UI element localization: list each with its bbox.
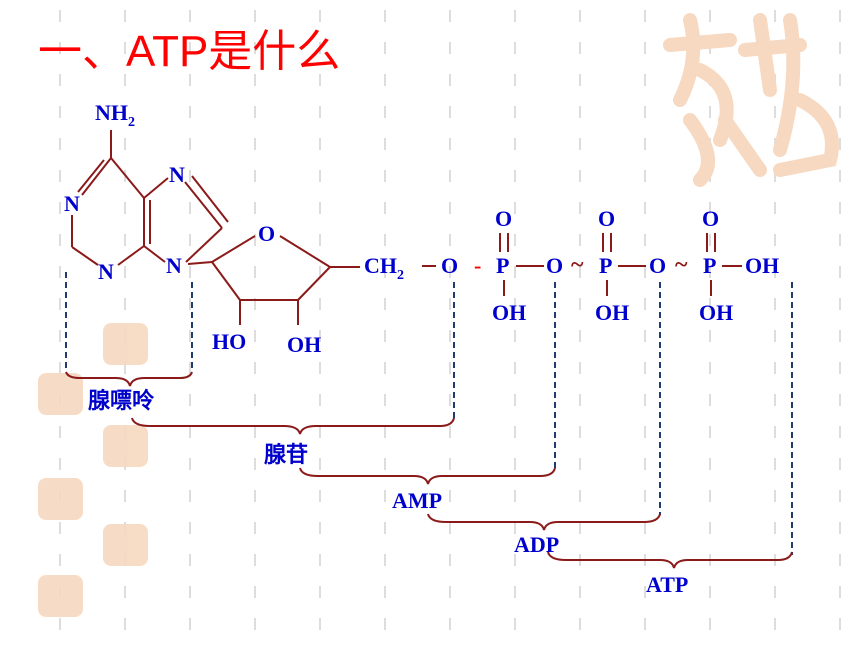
atom-p1: P [496,253,509,278]
atom-ester-oxygen: O [441,253,458,278]
label-adenine: 腺嘌呤 [88,388,155,414]
watermark-small-seals [38,323,148,617]
ester-bond-mark: - [474,253,481,278]
atom-bridge-o1: O [546,253,563,278]
atom-n1: N [64,191,80,216]
atom-oh-ribose: OH [287,332,321,357]
watermark-large-seal [663,13,839,187]
atom-ho: HO [212,329,246,354]
atom-p2: P [599,253,612,278]
bracket-atp [547,551,793,569]
bracket-adenine [65,371,193,387]
bracket-adenosine [131,417,455,435]
atom-p2-double-o: O [598,206,615,231]
atom-nh2: NH2 [95,100,135,130]
brackets [65,371,793,569]
label-adp: ADP [514,532,559,557]
atom-n3: N [98,259,114,284]
atom-n9: N [166,253,182,278]
atom-p3: P [703,253,716,278]
atom-ch2: CH2 [364,253,404,283]
guide-lines [65,272,793,555]
atom-p1-oh: OH [492,300,526,325]
atom-p3-double-o: O [702,206,719,231]
atom-p1-double-o: O [495,206,512,231]
slide-title: 一、ATP是什么 [38,27,341,76]
atom-bridge-o2: O [649,253,666,278]
label-amp: AMP [392,488,442,513]
ribose-bonds [187,235,360,325]
adenine-bonds [71,130,229,266]
high-energy-bond-1: ~ [571,252,584,278]
atom-p2-oh: OH [595,300,629,325]
atom-p3-terminal-oh: OH [745,253,779,278]
high-energy-bond-2: ~ [675,252,688,278]
phosphate-bonds [422,233,742,296]
label-atp: ATP [646,572,688,597]
label-adenosine: 腺苷 [264,443,308,468]
atom-n7: N [169,162,185,187]
atom-ring-oxygen: O [258,221,275,246]
atom-p3-oh: OH [699,300,733,325]
bracket-adp [427,513,661,531]
bracket-amp [299,467,556,485]
